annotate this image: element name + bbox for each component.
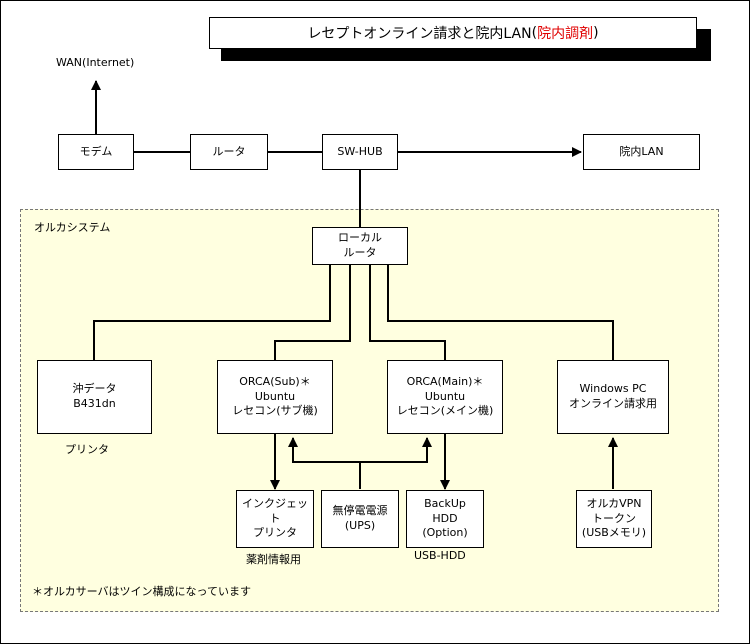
- printer-caption: プリンタ: [65, 443, 109, 456]
- ups-box: 無停電電源 (UPS): [321, 490, 399, 548]
- title-highlight: 院内調剤: [537, 26, 594, 42]
- router-box: ルータ: [190, 134, 268, 170]
- inkjet-caption: 薬剤情報用: [246, 553, 301, 566]
- swhub-label: SW-HUB: [337, 144, 383, 158]
- vpn-token-box: オルカVPN トークン (USBメモリ): [576, 490, 652, 548]
- modem-box: モデム: [58, 134, 134, 170]
- backup-hdd-box: BackUp HDD (Option): [406, 490, 484, 548]
- zone-label: オルカシステム: [34, 221, 111, 234]
- orca-main-line-2: Ubuntu: [424, 389, 466, 403]
- backup-hdd-line-3: (Option): [422, 526, 468, 540]
- oki-printer-box: 沖データ B431dn: [37, 360, 152, 434]
- title-paren-open: (: [531, 25, 538, 41]
- orca-main-box: ORCA(Main)＊ Ubuntu レセコン(メイン機): [387, 360, 503, 434]
- vpn-token-line-2: トークン: [592, 511, 636, 525]
- oki-printer-line-2: B431dn: [73, 397, 116, 410]
- wire-localrouter-orca-sub: [274, 265, 351, 360]
- orca-main-line-3: レセコン(メイン機): [396, 404, 494, 418]
- inkjet-printer-box: インクジェット プリンタ: [236, 490, 314, 548]
- inkjet-line-1: インクジェット: [242, 496, 308, 525]
- title-paren-close: ): [593, 25, 599, 41]
- vpn-token-line-3: (USBメモリ): [581, 526, 647, 540]
- inhouse-lan-box: 院内LAN: [583, 134, 700, 170]
- windows-pc-box: Windows PC オンライン請求用: [557, 360, 669, 434]
- ups-line-2: (UPS): [344, 519, 376, 532]
- orca-sub-line-3: レセコン(サブ機): [232, 404, 318, 418]
- local-router-line-2: ルータ: [343, 246, 377, 259]
- orca-sub-box: ORCA(Sub)＊ Ubuntu レセコン(サブ機): [217, 360, 333, 434]
- windows-pc-line-2: オンライン請求用: [569, 397, 657, 410]
- vpn-token-line-1: オルカVPN: [586, 496, 642, 510]
- ups-line-1: 無停電電源: [332, 504, 388, 518]
- inhouse-lan-label: 院内LAN: [619, 144, 664, 158]
- hdd-caption: USB-HDD: [414, 549, 466, 562]
- backup-hdd-line-2: HDD: [432, 511, 458, 525]
- wire-localrouter-windows: [387, 265, 614, 360]
- diagram-title: レセプトオンライン請求と院内LAN(院内調剤): [209, 17, 697, 49]
- orca-sub-line-2: Ubuntu: [254, 389, 296, 403]
- title-main: レセプトオンライン請求と院内LAN: [307, 26, 532, 42]
- local-router-box: ローカル ルータ: [312, 227, 408, 265]
- footnote: ＊オルカサーバはツイン構成になっています: [32, 585, 252, 598]
- swhub-box: SW-HUB: [322, 134, 398, 170]
- inkjet-line-2: プリンタ: [253, 526, 297, 540]
- oki-printer-line-1: 沖データ: [72, 382, 117, 396]
- local-router-line-1: ローカル: [338, 231, 382, 245]
- wan-label: WAN(Internet): [56, 56, 135, 69]
- wire-ups-to-orca-main: [360, 437, 432, 463]
- router-label: ルータ: [212, 144, 246, 158]
- wire-localrouter-orca-main: [369, 265, 446, 360]
- modem-label: モデム: [79, 144, 113, 158]
- backup-hdd-line-1: BackUp: [424, 496, 466, 510]
- orca-main-line-1: ORCA(Main)＊: [406, 374, 484, 388]
- orca-sub-line-1: ORCA(Sub)＊: [239, 374, 311, 388]
- wire-ups-to-orca-sub: [288, 437, 360, 463]
- windows-pc-line-1: Windows PC: [579, 382, 647, 396]
- wire-localrouter-printer: [93, 265, 331, 360]
